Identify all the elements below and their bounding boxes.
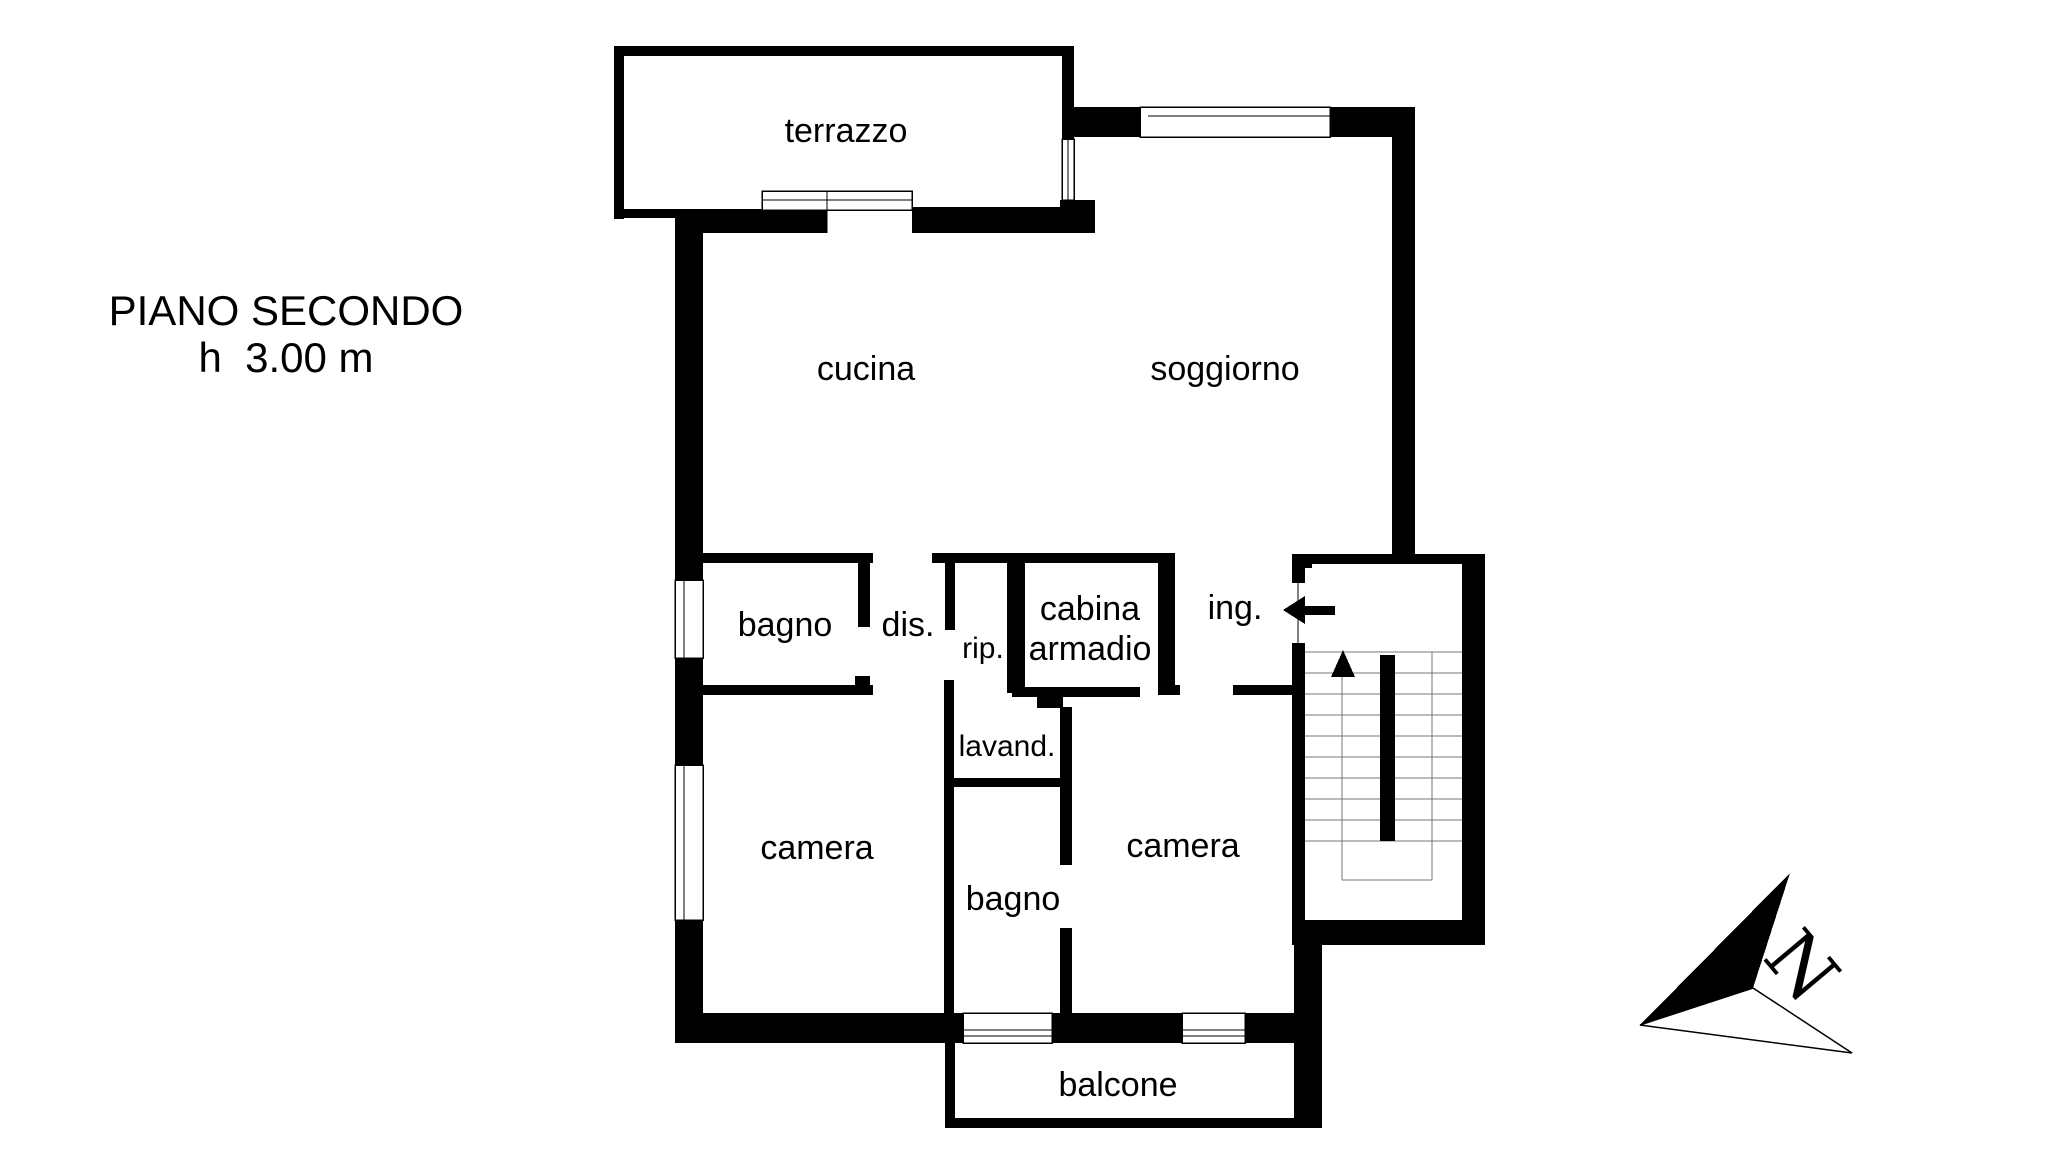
camera-balcone-window <box>1181 1012 1246 1044</box>
entry-arrow-icon <box>1283 596 1335 624</box>
camera-window <box>674 764 704 921</box>
cucina-top-walls <box>675 200 1095 233</box>
room-label-camera-left: camera <box>760 829 873 867</box>
stairs <box>1305 650 1462 881</box>
stairwell-walls <box>1292 554 1485 945</box>
room-label-cucina: cucina <box>817 350 915 388</box>
bagno-window <box>674 579 704 659</box>
terrazzo-soggiorno-window <box>1061 138 1075 201</box>
room-label-lavand: lavand. <box>959 730 1056 763</box>
room-label-camera-right: camera <box>1126 827 1239 865</box>
interior-walls <box>703 553 1294 1013</box>
soggiorno-top-wall <box>1072 106 1415 138</box>
stairs-direction-arrow-icon <box>1331 650 1355 677</box>
room-label-ing: ing. <box>1208 589 1263 627</box>
room-label-cabina-1: cabina <box>1040 590 1140 628</box>
page-subtitle: h 3.00 m <box>198 334 373 381</box>
room-label-rip: rip. <box>962 632 1004 665</box>
page-title: PIANO SECONDO <box>109 287 464 334</box>
balcone-walls <box>945 920 1322 1128</box>
room-label-bagno-top: bagno <box>738 606 833 644</box>
room-label-terrazzo: terrazzo <box>785 112 908 150</box>
bagno-balcone-window <box>962 1012 1053 1044</box>
right-exterior-wall <box>1392 107 1415 555</box>
room-label-bagno-bottom: bagno <box>966 880 1061 918</box>
bottom-exterior-wall <box>675 1013 1322 1043</box>
room-label-balcone: balcone <box>1058 1066 1177 1104</box>
room-label-cabina-2: armadio <box>1029 630 1152 668</box>
stair-stringer-wall <box>1380 655 1395 841</box>
room-label-soggiorno: soggiorno <box>1150 350 1299 388</box>
room-label-dis: dis. <box>882 606 935 644</box>
